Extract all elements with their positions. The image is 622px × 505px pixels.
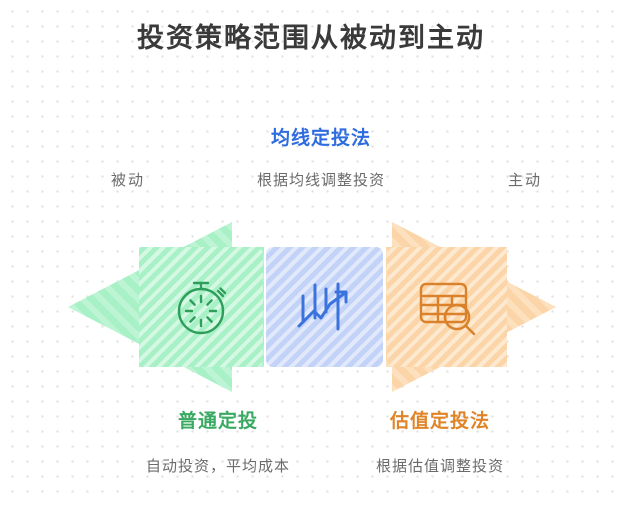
spectrum-label-passive: 被动 <box>110 173 145 189</box>
page-title: 投资策略范围从被动到主动 <box>137 23 485 53</box>
stage-heading-ordinary-dca: 普通定投 <box>177 411 258 432</box>
stage-description-valuation-dca: 根据估值调整投资 <box>375 459 504 475</box>
candlestick-chart-uptrend-icon <box>297 282 347 331</box>
stage-heading-valuation-dca: 估值定投法 <box>389 411 490 432</box>
stage-description-moving-average: 根据均线调整投资 <box>256 173 385 189</box>
table-search-icon <box>419 282 476 336</box>
stage-panel-moving-average[interactable] <box>266 247 383 367</box>
stage-panel-ordinary-dca[interactable] <box>139 247 263 367</box>
stage-heading-moving-average: 均线定投法 <box>270 128 371 149</box>
spectrum-label-active: 主动 <box>507 173 542 189</box>
stopwatch-icon <box>177 281 227 335</box>
stage-panel-valuation-dca[interactable] <box>387 247 507 367</box>
stage-description-ordinary-dca: 自动投资，平均成本 <box>145 459 290 475</box>
